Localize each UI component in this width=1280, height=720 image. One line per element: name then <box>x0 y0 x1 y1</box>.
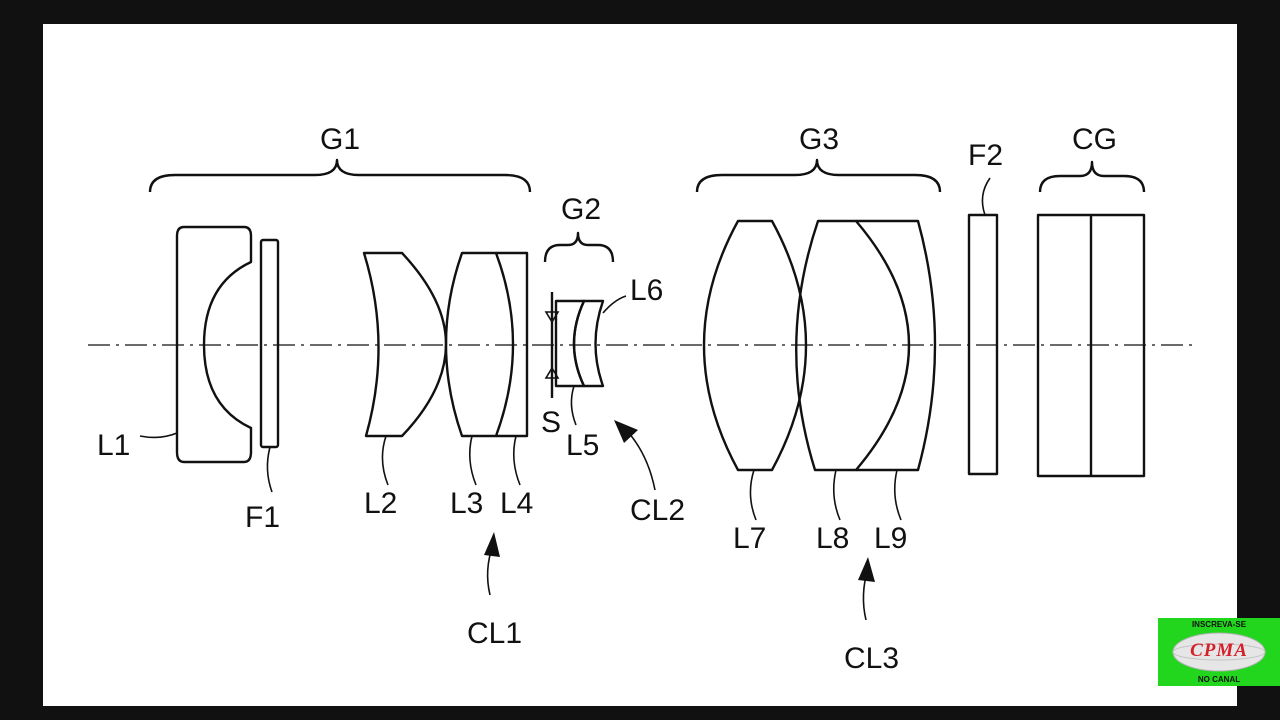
lens-diagram: G1 G2 G3 F2 CG L1 F1 L2 L3 L4 S L5 L6 L7… <box>88 123 1192 675</box>
arrow-cl2-icon <box>614 420 638 443</box>
leader-f1 <box>266 446 273 493</box>
filter-f2 <box>967 213 999 476</box>
label-s: S <box>541 406 561 439</box>
leader-l9 <box>893 469 902 521</box>
lens-l9 <box>856 219 937 472</box>
label-cg: CG <box>1072 123 1117 156</box>
logo-globe-icon <box>1172 632 1266 672</box>
arrow-cl1-icon <box>484 532 500 557</box>
leader-l5 <box>570 385 577 426</box>
brace-g2 <box>543 231 615 263</box>
diagram-frame: G1 G2 G3 F2 CG L1 F1 L2 L3 L4 S L5 L6 L7… <box>43 24 1237 706</box>
label-l3: L3 <box>450 487 483 520</box>
label-l2: L2 <box>364 487 397 520</box>
leader-f2 <box>981 177 991 216</box>
label-l4: L4 <box>500 487 533 520</box>
label-cl2: CL2 <box>630 494 685 527</box>
arrow-cl2-shaft <box>627 431 656 491</box>
label-l1: L1 <box>97 429 130 462</box>
leader-l2 <box>381 435 389 486</box>
lens-l7 <box>702 219 808 472</box>
label-l9: L9 <box>874 522 907 555</box>
leader-l7 <box>749 469 757 521</box>
label-g2: G2 <box>561 193 601 226</box>
lens-l6 <box>572 299 605 388</box>
filter-f1 <box>259 238 280 449</box>
label-l8: L8 <box>816 522 849 555</box>
logo-text: CPMA <box>1190 640 1248 661</box>
label-f1: F1 <box>245 501 280 534</box>
leader-l8 <box>832 469 841 521</box>
label-l5: L5 <box>566 429 599 462</box>
label-g1: G1 <box>320 123 360 156</box>
label-l6: L6 <box>630 274 663 307</box>
badge-top-text: INSCREVA-SE <box>1191 620 1247 629</box>
brace-cg <box>1038 160 1146 193</box>
lens-l8 <box>795 219 911 472</box>
label-cl1: CL1 <box>467 617 522 650</box>
brace-g1 <box>148 158 532 193</box>
channel-logo: CPMA <box>1167 630 1271 674</box>
brace-g3 <box>695 158 942 193</box>
subscribe-badge[interactable]: INSCREVA-SE CPMA NO CANAL <box>1158 618 1280 686</box>
label-cl3: CL3 <box>844 642 899 675</box>
label-f2: F2 <box>968 139 1003 172</box>
lens-l4 <box>496 251 529 438</box>
lens-l1 <box>175 225 253 464</box>
leader-l3 <box>468 435 477 486</box>
leader-l1 <box>139 432 178 439</box>
leader-l6 <box>602 295 627 314</box>
label-g3: G3 <box>799 123 839 156</box>
leader-l4 <box>512 435 521 486</box>
arrow-cl3-icon <box>858 557 875 582</box>
label-l7: L7 <box>733 522 766 555</box>
lens-l2 <box>362 251 448 438</box>
badge-bottom-text: NO CANAL <box>1197 675 1241 684</box>
